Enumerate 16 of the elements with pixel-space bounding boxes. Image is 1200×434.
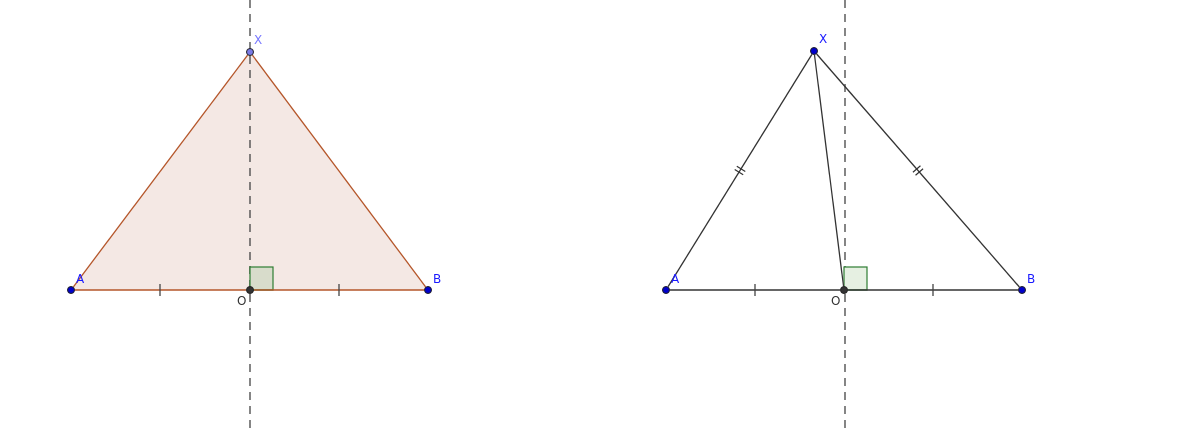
line-segment: [667, 53, 813, 288]
point-label: O: [237, 295, 247, 308]
point-label: X: [819, 33, 828, 46]
line-segment: [253, 289, 425, 291]
line-segment: [72, 54, 249, 288]
line-segment: [813, 54, 845, 287]
point-label: B: [433, 273, 442, 286]
line-segment: [669, 289, 841, 291]
point-label: A: [671, 273, 680, 286]
point-label: O: [831, 295, 841, 308]
point-label: X: [254, 34, 263, 47]
line-segment: [251, 54, 427, 288]
point-label: B: [1027, 273, 1036, 286]
line-segment: [816, 53, 1020, 288]
line-segment: [74, 289, 247, 291]
line-segment: [847, 289, 1019, 291]
